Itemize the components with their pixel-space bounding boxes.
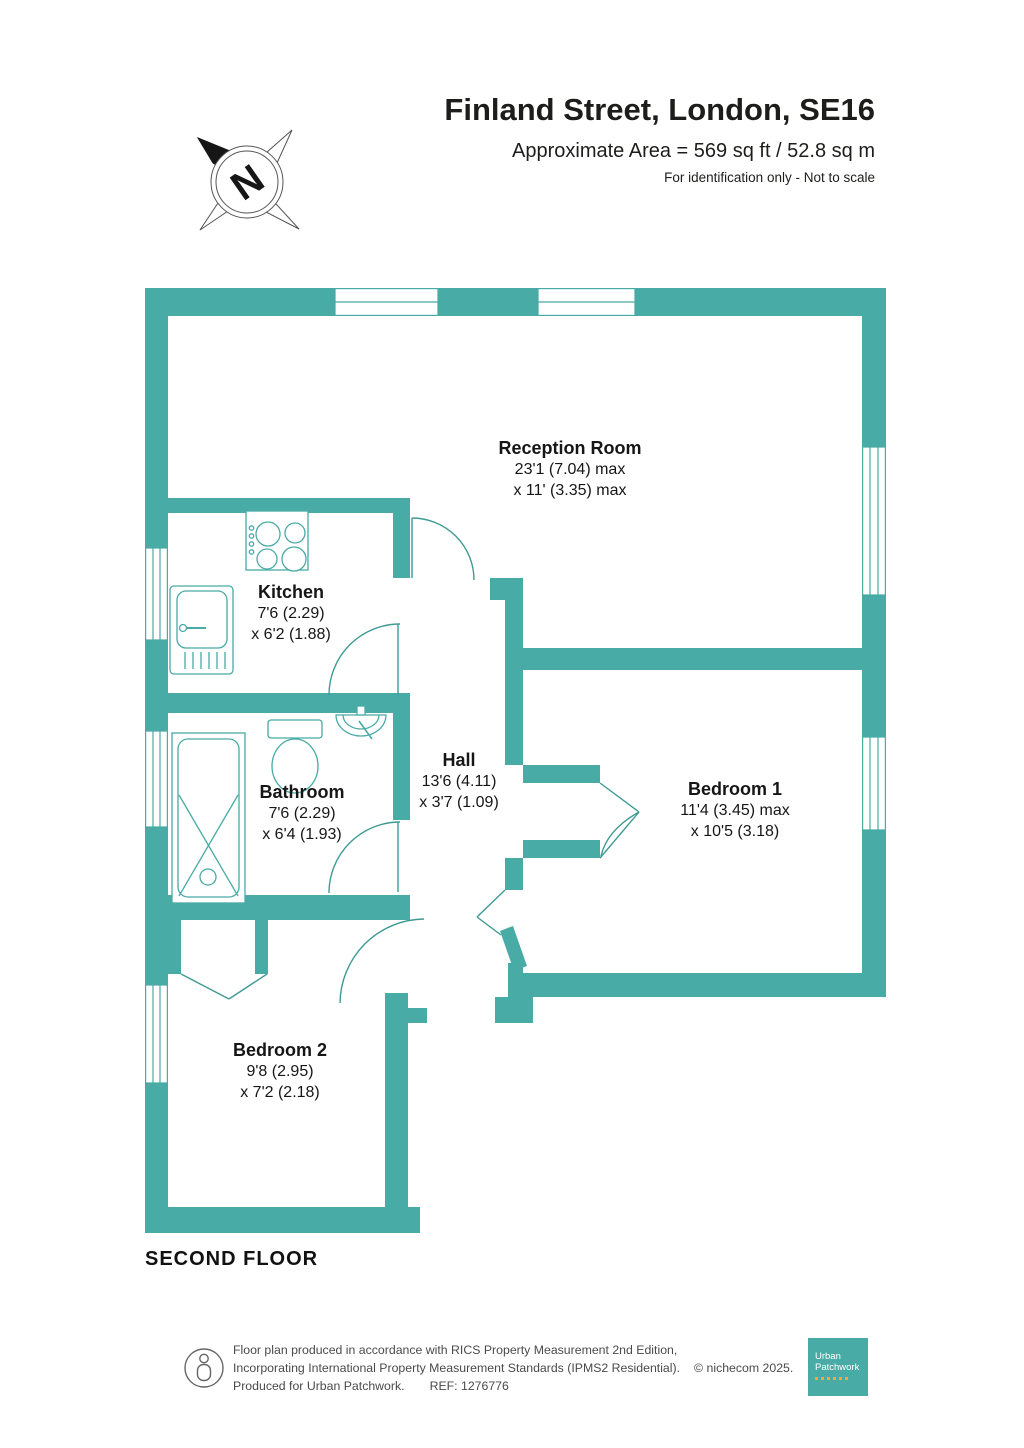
footer-line-3: Produced for Urban Patchwork. REF: 127677…: [233, 1377, 793, 1395]
fixtures: [169, 510, 387, 904]
footer-disclaimer: Floor plan produced in accordance with R…: [233, 1341, 793, 1395]
doors: [180, 517, 640, 1004]
bathroom-door: [328, 821, 401, 894]
room-dim: 7'6 (2.29): [257, 605, 325, 622]
room-dim: x 7'2 (2.18): [240, 1084, 320, 1101]
room-dim: 13'6 (4.11): [421, 773, 497, 790]
wall-right: [862, 288, 886, 997]
room-label-bedroom1: Bedroom 1 11'4 (3.45) max x 10'5 (3.18): [680, 779, 789, 842]
area-text: Approximate Area = 569 sq ft / 52.8 sq m: [512, 140, 875, 162]
kitchen-door: [328, 623, 401, 696]
wall-lobby-block: [508, 963, 523, 997]
bedroom1-double-door: [599, 782, 640, 859]
wall-bathroom-right: [393, 713, 410, 820]
wall-kitchen-bathroom: [168, 693, 410, 713]
wall-bedroom1-bottom: [523, 973, 886, 997]
window-left-3: [145, 984, 169, 1084]
basin-icon: [335, 705, 387, 740]
room-name: Bathroom: [259, 782, 345, 802]
room-dim: 7'6 (2.29): [268, 805, 336, 822]
room-dim: 23'1 (7.04) max: [514, 461, 626, 478]
logo-accent-dots: [815, 1377, 851, 1380]
room-name: Bedroom 1: [687, 779, 783, 799]
room-dim: 9'8 (2.95): [246, 1063, 314, 1080]
window-top-1: [334, 288, 439, 317]
floor-label: SECOND FLOOR: [145, 1248, 319, 1270]
window-top-2: [537, 288, 636, 317]
room-label-hall: Hall 13'6 (4.11) x 3'7 (1.09): [419, 750, 499, 813]
room-label-kitchen: Kitchen 7'6 (2.29) x 6'2 (1.88): [251, 582, 331, 645]
copyright-text: © nichecom 2025.: [694, 1361, 794, 1375]
page-title: Finland Street, London, SE16: [444, 92, 875, 127]
wall-reception-bedroom1: [523, 648, 862, 670]
room-name: Reception Room: [498, 438, 642, 458]
window-right-1: [861, 446, 886, 596]
header: Finland Street, London, SE16 Approximate…: [444, 92, 875, 185]
reception-door: [411, 517, 475, 581]
bathtub-icon: [171, 732, 246, 904]
hob-icon: [245, 510, 309, 572]
footer-line-2: Incorporating International Property Mea…: [233, 1359, 793, 1377]
wall-bedroom2-stub: [408, 1008, 427, 1023]
person-icon: [184, 1348, 224, 1388]
wall-stub-reception-door: [490, 578, 505, 600]
room-dim: x 6'4 (1.93): [262, 826, 342, 843]
room-label-bathroom: Bathroom 7'6 (2.29) x 6'4 (1.93): [260, 782, 345, 845]
room-name: Hall: [442, 750, 476, 770]
sink-icon: [169, 585, 234, 675]
footer-text-3: Produced for Urban Patchwork.: [233, 1379, 405, 1393]
bedroom2-lobby-door: [339, 889, 506, 1004]
wall-bedroom2-right: [385, 993, 408, 1233]
room-dim: x 3'7 (1.09): [419, 794, 499, 811]
footer-text-2: Incorporating International Property Mea…: [233, 1361, 681, 1375]
window-right-2: [861, 736, 886, 831]
room-dim: 11'4 (3.45) max: [680, 802, 790, 819]
wall-bedroom2-bottom: [145, 1207, 420, 1233]
logo-line-1: Urban: [815, 1351, 841, 1362]
reference-number: REF: 1276776: [429, 1379, 509, 1393]
room-dim: x 6'2 (1.88): [251, 626, 331, 643]
wall-kitchen-right: [393, 498, 410, 578]
room-label-reception: Reception Room 23'1 (7.04) max x 11' (3.…: [498, 438, 641, 501]
wall-kitchen-reception: [168, 498, 398, 513]
urban-patchwork-logo: Urban Patchwork: [808, 1338, 868, 1396]
logo-line-2: Patchwork: [815, 1362, 860, 1373]
footer-text-1: Floor plan produced in accordance with R…: [233, 1343, 678, 1357]
room-label-bedroom2: Bedroom 2 9'8 (2.95) x 7'2 (2.18): [233, 1040, 327, 1103]
windows: [145, 288, 886, 1084]
room-dim: x 10'5 (3.18): [690, 823, 780, 840]
room-dim: x 11' (3.35) max: [513, 482, 627, 499]
toilet-icon: [267, 719, 323, 794]
scale-note: For identification only - Not to scale: [664, 170, 875, 185]
cupboard-stub-left: [168, 920, 181, 974]
wall-bedroom1-stub-a: [523, 765, 600, 783]
wall-step: [495, 997, 533, 1023]
footer-line-1: Floor plan produced in accordance with R…: [233, 1341, 793, 1359]
wall-top: [145, 288, 886, 316]
wall-hall-bedroom1-lower: [505, 858, 523, 890]
window-left-2: [145, 730, 169, 828]
cupboard-doors: [180, 973, 268, 1000]
compass-north-icon: N: [196, 129, 300, 231]
window-left-1: [145, 547, 169, 641]
wall-hall-bedroom1-upper: [505, 578, 523, 765]
wall-bedroom1-stub-b: [523, 840, 600, 858]
cupboard-stub-right: [255, 920, 268, 974]
room-name: Kitchen: [257, 582, 325, 602]
room-name: Bedroom 2: [232, 1040, 328, 1060]
wall-lobby-diagonal: [500, 926, 527, 971]
